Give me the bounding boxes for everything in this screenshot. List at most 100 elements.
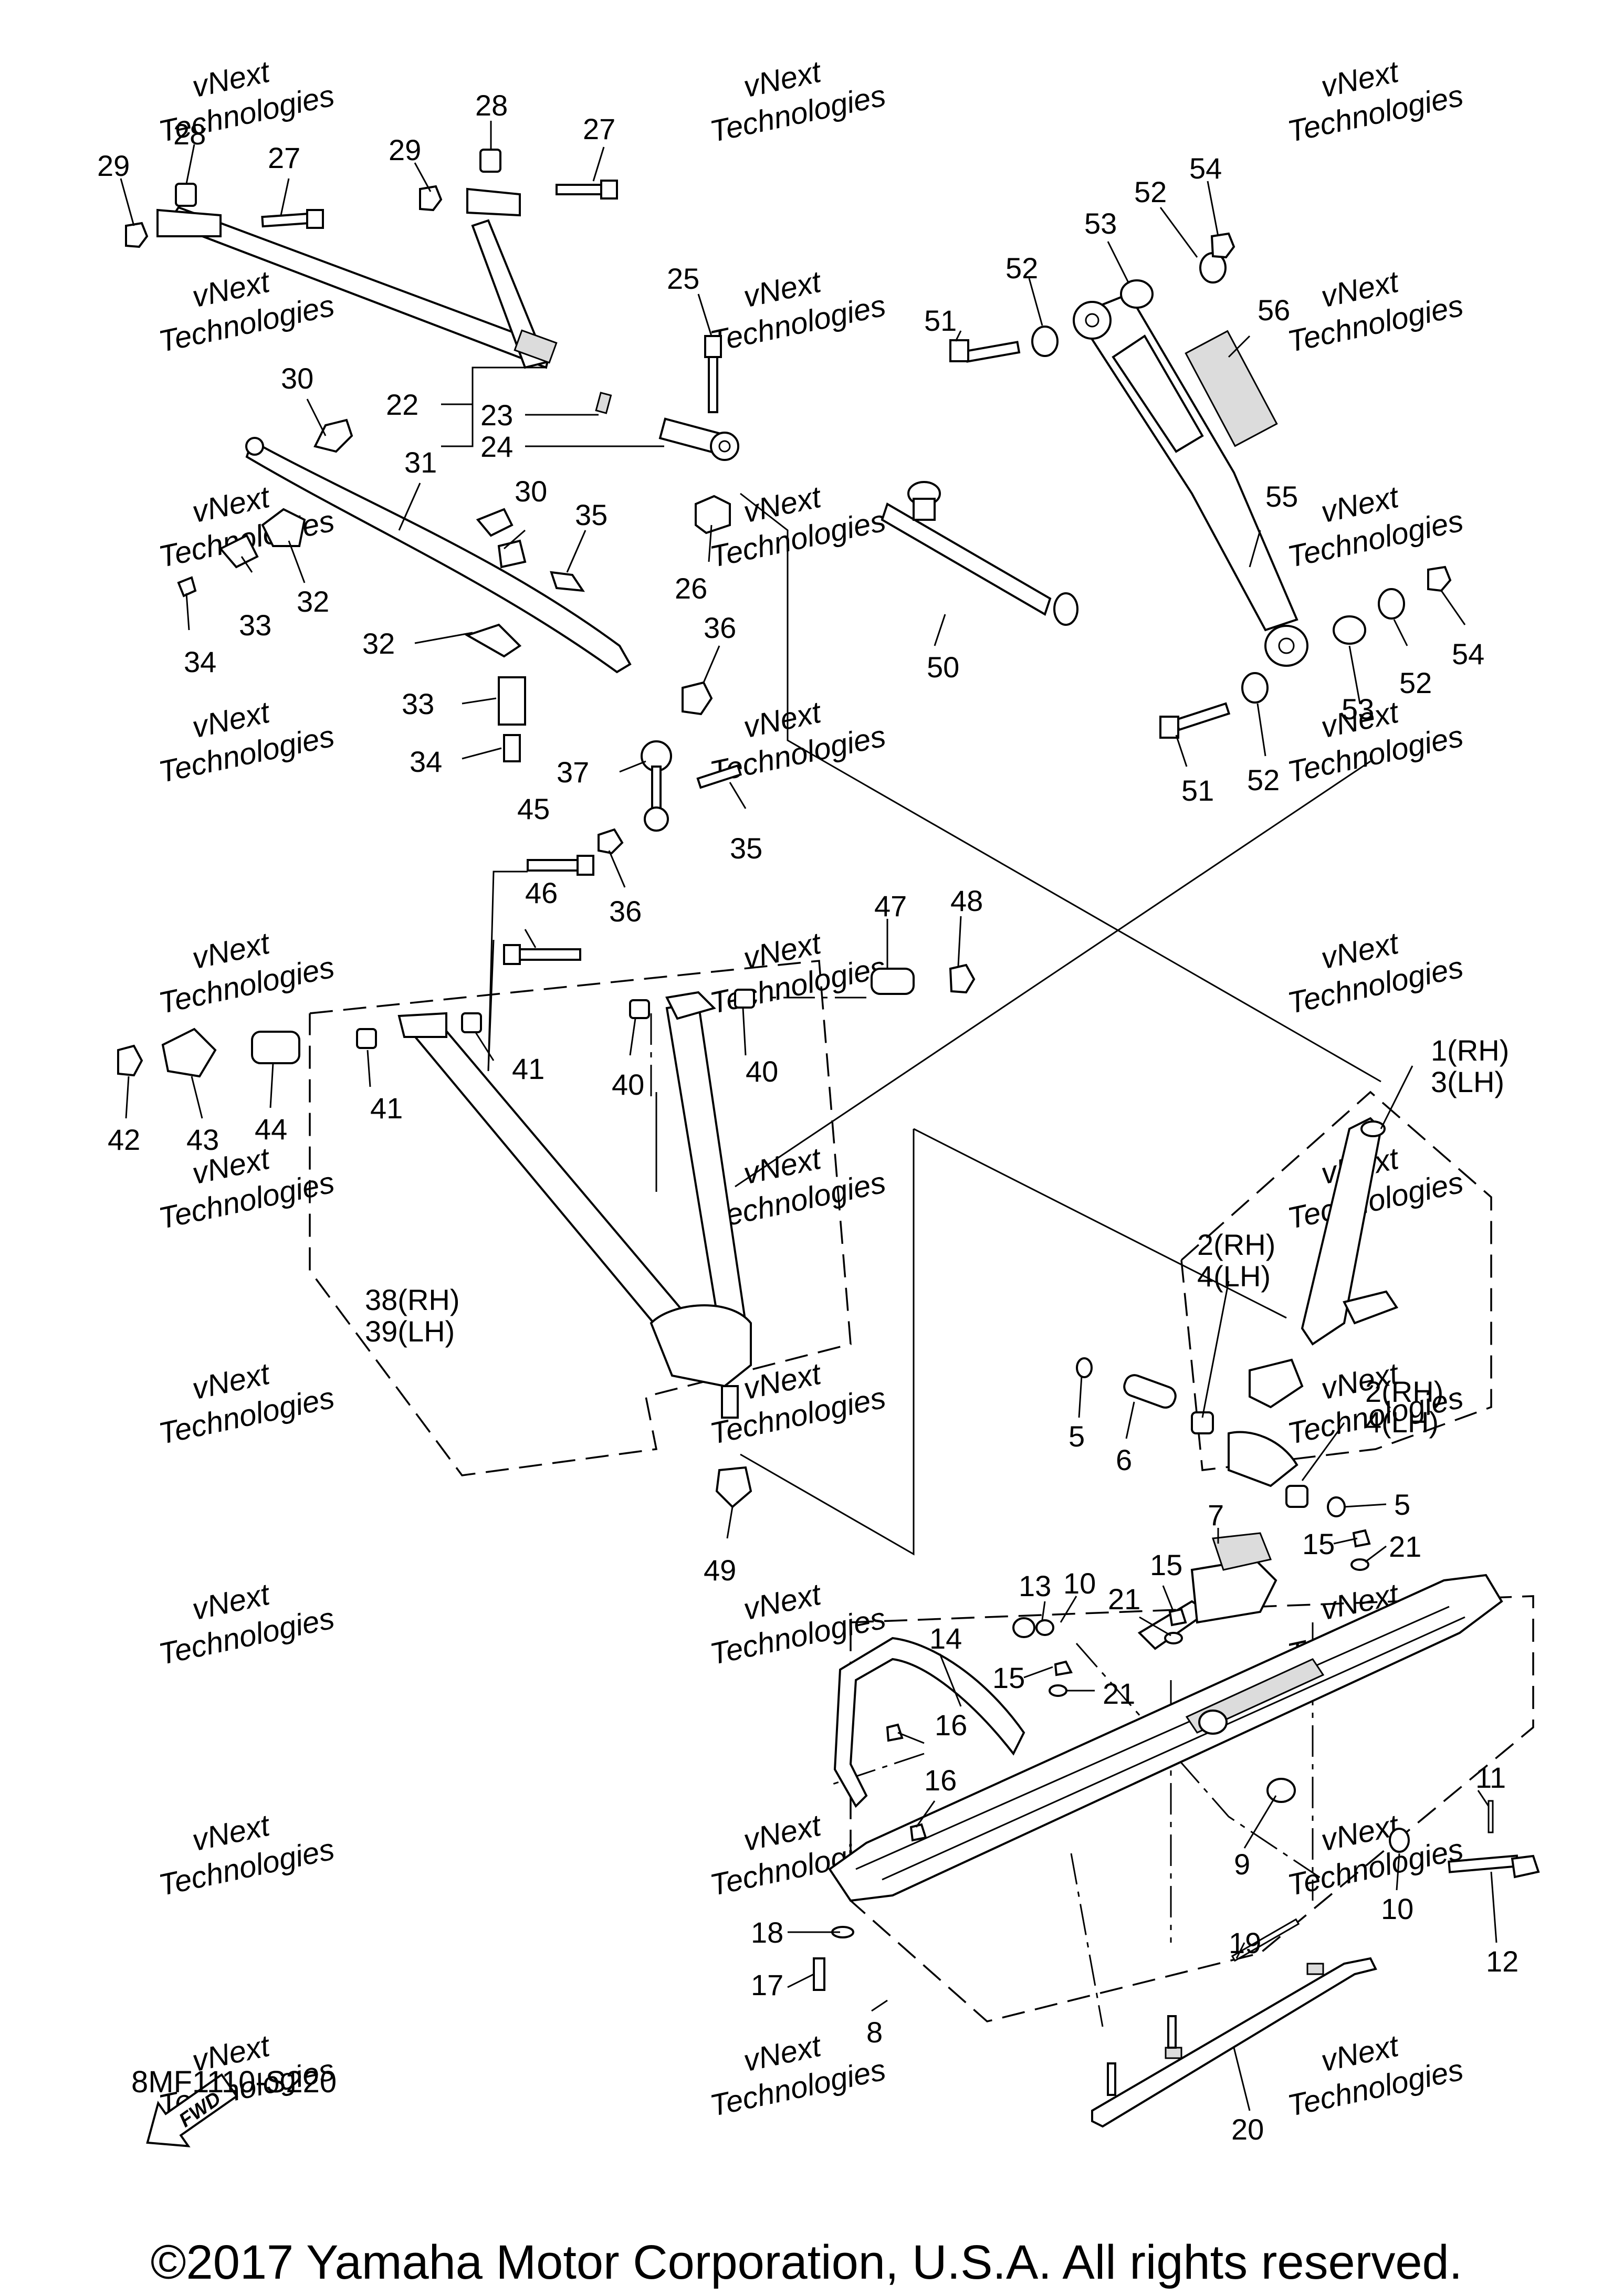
bolt-27-left bbox=[261, 209, 324, 229]
callout-28-right: 28 bbox=[475, 89, 508, 122]
callout-47: 47 bbox=[874, 889, 907, 922]
callout-30-left: 30 bbox=[281, 362, 313, 395]
callout-51-upper: 51 bbox=[924, 304, 957, 337]
callout-10-lower: 10 bbox=[1381, 1892, 1413, 1925]
callout-17: 17 bbox=[751, 1968, 783, 2001]
callout-23: 23 bbox=[480, 399, 513, 432]
callout-14: 14 bbox=[929, 1622, 962, 1655]
callout-15-right: 15 bbox=[1302, 1527, 1335, 1560]
callout-52-lower-right: 52 bbox=[1399, 666, 1432, 699]
callout-42: 42 bbox=[108, 1123, 140, 1156]
shock-hardware-lower bbox=[1159, 565, 1452, 739]
callout-8: 8 bbox=[866, 2016, 883, 2049]
callout-11: 11 bbox=[1475, 1761, 1506, 1794]
collar-28-right bbox=[479, 149, 501, 173]
tie-rod-end bbox=[595, 392, 739, 461]
callout-51-lower: 51 bbox=[1181, 774, 1214, 807]
callout-10-upper: 10 bbox=[1063, 1567, 1096, 1600]
connection-lines bbox=[650, 492, 1381, 2027]
callout-2-lower: 2(RH) bbox=[1365, 1375, 1443, 1408]
callout-55: 55 bbox=[1265, 480, 1298, 513]
lower-arm-hardware bbox=[117, 855, 976, 1508]
lower-arm-boundary bbox=[309, 960, 852, 1476]
ski-pad bbox=[1190, 1532, 1277, 1624]
callout-5-right: 5 bbox=[1394, 1488, 1410, 1521]
bolt-27-right bbox=[556, 180, 618, 200]
callout-21-right: 21 bbox=[1389, 1530, 1421, 1563]
callout-54-upper: 54 bbox=[1189, 152, 1222, 185]
callout-41-right: 41 bbox=[512, 1052, 544, 1085]
callout-54-lower: 54 bbox=[1452, 637, 1484, 670]
callout-43: 43 bbox=[186, 1123, 219, 1156]
callout-50: 50 bbox=[927, 651, 959, 684]
copyright-notice: ©2017 Yamaha Motor Corporation, U.S.A. A… bbox=[151, 2236, 1462, 2289]
callout-20: 20 bbox=[1231, 2113, 1264, 2146]
callout-52-upper-left: 52 bbox=[1005, 251, 1038, 285]
callout-36-upper: 36 bbox=[704, 611, 736, 644]
nut-29-left bbox=[125, 222, 149, 248]
nut-29-right bbox=[419, 185, 443, 212]
ski-handle bbox=[833, 1637, 1025, 1808]
collar-26 bbox=[695, 495, 731, 534]
upper-a-arm bbox=[156, 187, 558, 369]
callout-26: 26 bbox=[675, 572, 707, 605]
callout-35-upper: 35 bbox=[575, 498, 608, 531]
stabilizer-bar bbox=[245, 437, 632, 674]
callout-29-left: 29 bbox=[97, 149, 130, 182]
callout-32-center: 32 bbox=[362, 627, 395, 660]
callout-29-right: 29 bbox=[389, 133, 421, 166]
callout-34-left: 34 bbox=[184, 645, 216, 678]
callout-18: 18 bbox=[751, 1916, 783, 1949]
callout-4-lower: 4(LH) bbox=[1365, 1406, 1439, 1439]
callout-25: 25 bbox=[667, 262, 699, 295]
callout-27-left: 27 bbox=[268, 141, 300, 174]
callout-33-left: 33 bbox=[239, 609, 271, 642]
callout-3: 3(LH) bbox=[1431, 1065, 1504, 1098]
callout-37: 37 bbox=[557, 756, 589, 789]
callout-48: 48 bbox=[950, 884, 983, 917]
drawing-code: 8MF1110-S220 bbox=[131, 2065, 337, 2099]
spindle bbox=[1228, 1117, 1399, 1487]
spindle-hardware bbox=[1076, 1357, 1346, 1517]
callout-21-left: 21 bbox=[1108, 1582, 1140, 1616]
callout-53-lower: 53 bbox=[1342, 693, 1374, 726]
callout-33-center: 33 bbox=[402, 687, 434, 720]
callout-31: 31 bbox=[404, 446, 437, 479]
callout-21-center: 21 bbox=[1103, 1677, 1135, 1710]
stabilizer-link-50 bbox=[881, 481, 1078, 626]
callout-52-upper-right: 52 bbox=[1134, 175, 1167, 208]
callout-32-left: 32 bbox=[297, 585, 329, 618]
callout-12: 12 bbox=[1486, 1945, 1518, 1978]
callout-16-upper: 16 bbox=[935, 1708, 967, 1742]
collar-28-left bbox=[175, 183, 197, 207]
callout-34-center: 34 bbox=[410, 745, 442, 778]
callout-39: 39(LH) bbox=[365, 1315, 455, 1348]
callout-2-upper: 2(RH) bbox=[1197, 1228, 1275, 1261]
callout-40-left: 40 bbox=[612, 1068, 644, 1101]
callout-46: 46 bbox=[525, 876, 558, 909]
callout-1: 1(RH) bbox=[1431, 1034, 1509, 1067]
callout-38: 38(RH) bbox=[365, 1283, 459, 1316]
lower-a-arm bbox=[397, 991, 752, 1419]
shock-absorber bbox=[1073, 292, 1308, 667]
callout-15-center: 15 bbox=[1150, 1548, 1182, 1581]
callout-27-right: 27 bbox=[583, 112, 615, 145]
callout-24: 24 bbox=[480, 430, 513, 463]
callout-13: 13 bbox=[1019, 1569, 1051, 1602]
callout-9: 9 bbox=[1234, 1848, 1250, 1881]
link-assembly bbox=[598, 681, 742, 855]
leader-lines bbox=[120, 121, 1497, 2111]
callout-15-left: 15 bbox=[992, 1661, 1025, 1694]
callout-30-center: 30 bbox=[515, 475, 547, 508]
callout-45: 45 bbox=[517, 792, 550, 825]
callout-22: 22 bbox=[386, 388, 418, 421]
callout-6: 6 bbox=[1116, 1443, 1132, 1476]
callout-56: 56 bbox=[1258, 293, 1290, 327]
callout-44: 44 bbox=[255, 1113, 287, 1146]
ski-fasteners bbox=[813, 1529, 1540, 1991]
shock-hardware-upper bbox=[949, 232, 1235, 363]
callout-labels: 1(RH) 3(LH) 2(RH) 4(LH) 2(RH) 4(LH) 5 5 … bbox=[97, 89, 1518, 2146]
callout-19: 19 bbox=[1229, 1926, 1261, 1959]
